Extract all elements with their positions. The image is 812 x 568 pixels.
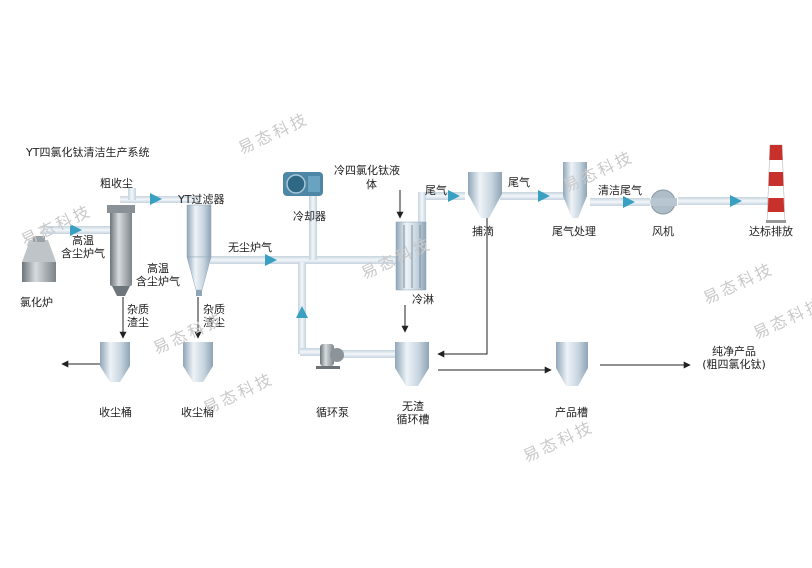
flow-arrow-1 bbox=[70, 224, 82, 236]
flow-arrow-3 bbox=[265, 254, 277, 266]
label-pure-product-line2: (粗四氯化钛) bbox=[702, 358, 766, 371]
label-slagfree-tank-line2: 循环槽 bbox=[396, 413, 430, 426]
label-clean-tail-gas: 清洁尾气 bbox=[598, 184, 642, 197]
label-dustfree-gas: 无尘炉气 bbox=[228, 241, 272, 254]
pipe-cooler-down bbox=[309, 196, 317, 260]
pipe-to-tailtreat-2 bbox=[500, 192, 565, 200]
line-capture-return bbox=[437, 205, 488, 358]
label-spray: 冷淋 bbox=[412, 293, 434, 306]
label-tail-gas-1: 尾气 bbox=[425, 184, 447, 197]
label-slagfree-tank: 无渣 循环槽 bbox=[390, 400, 436, 426]
label-slagfree-tank-line1: 无渣 bbox=[402, 400, 424, 413]
label-cold-ticl4-2: 体 bbox=[366, 178, 377, 191]
pipe-loop-bottom bbox=[300, 348, 322, 356]
pipe-dustfree bbox=[210, 256, 400, 264]
label-product-tank: 产品槽 bbox=[555, 406, 588, 419]
label-circ-pump: 循环泵 bbox=[316, 406, 349, 419]
label-tail-treatment: 尾气处理 bbox=[552, 225, 596, 238]
label-impurity-1-line2: 渣尘 bbox=[127, 316, 149, 329]
label-hot-dusty-gas-1: 高温 含尘炉气 bbox=[58, 234, 108, 260]
product-tank-shape bbox=[556, 342, 588, 386]
label-cooler: 冷却器 bbox=[293, 210, 326, 223]
flow-arrow-6 bbox=[538, 190, 550, 202]
yt-filter bbox=[186, 204, 212, 296]
spray-tower bbox=[395, 221, 427, 291]
flow-arrow-7 bbox=[623, 196, 635, 208]
flow-arrow-4 bbox=[296, 306, 308, 318]
label-fan: 风机 bbox=[652, 225, 674, 238]
flow-arrow-2 bbox=[150, 193, 162, 205]
label-impurity-1: 杂质 渣尘 bbox=[124, 303, 152, 329]
label-impurity-1-line1: 杂质 bbox=[127, 303, 149, 316]
label-cold-ticl4-1: 冷四氯化钛液 bbox=[334, 164, 400, 177]
flow-arrows bbox=[70, 190, 742, 318]
pipe-spray-top bbox=[418, 192, 426, 222]
chlorinator bbox=[22, 236, 56, 282]
capture-vessel bbox=[468, 172, 502, 218]
chimney bbox=[766, 144, 786, 223]
crude-dust-collector bbox=[107, 205, 135, 296]
label-hot-dusty-gas-2: 高温 含尘炉气 bbox=[132, 262, 184, 288]
label-dust-bin-2: 收尘桶 bbox=[181, 406, 214, 419]
label-tail-gas-2: 尾气 bbox=[508, 176, 530, 189]
fan bbox=[650, 189, 677, 215]
flow-arrow-5 bbox=[448, 190, 460, 202]
pipe-fan-to-stack bbox=[678, 197, 768, 205]
pipe-crude-top bbox=[128, 188, 136, 200]
flow-lines bbox=[61, 190, 691, 374]
label-emission: 达标排放 bbox=[749, 225, 793, 238]
tail-treatment-vessel bbox=[563, 162, 587, 218]
label-hot-dusty-gas-2-line2: 含尘炉气 bbox=[136, 275, 180, 288]
flow-arrow-8 bbox=[730, 195, 742, 207]
cooler bbox=[283, 172, 323, 196]
label-yt-filter: YT过滤器 bbox=[178, 193, 225, 206]
label-capture: 捕滴 bbox=[472, 225, 494, 238]
circulation-tank-shape bbox=[395, 342, 429, 386]
label-pure-product-line1: 纯净产品 bbox=[712, 345, 756, 358]
dust-bin-1-shape bbox=[100, 342, 130, 382]
label-hot-dusty-gas-2-line1: 高温 bbox=[147, 262, 169, 275]
pipe-pump-to-tank bbox=[340, 350, 400, 358]
pipe-to-tailtreat bbox=[425, 192, 465, 200]
circulation-pump bbox=[316, 344, 344, 369]
dust-bin-2-shape bbox=[183, 342, 213, 382]
label-impurity-2: 杂质 渣尘 bbox=[200, 303, 228, 329]
label-chlorinator: 氯化炉 bbox=[20, 296, 53, 309]
label-pure-product: 纯净产品 (粗四氯化钛) bbox=[696, 345, 772, 371]
label-impurity-2-line2: 渣尘 bbox=[203, 316, 225, 329]
pipe-clean-gas bbox=[590, 198, 650, 206]
label-hot-dusty-gas-1-line1: 高温 bbox=[72, 234, 94, 247]
diagram-title: YT四氯化钛清洁生产系统 bbox=[26, 146, 150, 159]
label-impurity-2-line1: 杂质 bbox=[203, 303, 225, 316]
label-hot-dusty-gas-1-line2: 含尘炉气 bbox=[61, 247, 105, 260]
label-crude-dust: 粗收尘 bbox=[100, 177, 133, 190]
label-dust-bin-1: 收尘桶 bbox=[99, 406, 132, 419]
